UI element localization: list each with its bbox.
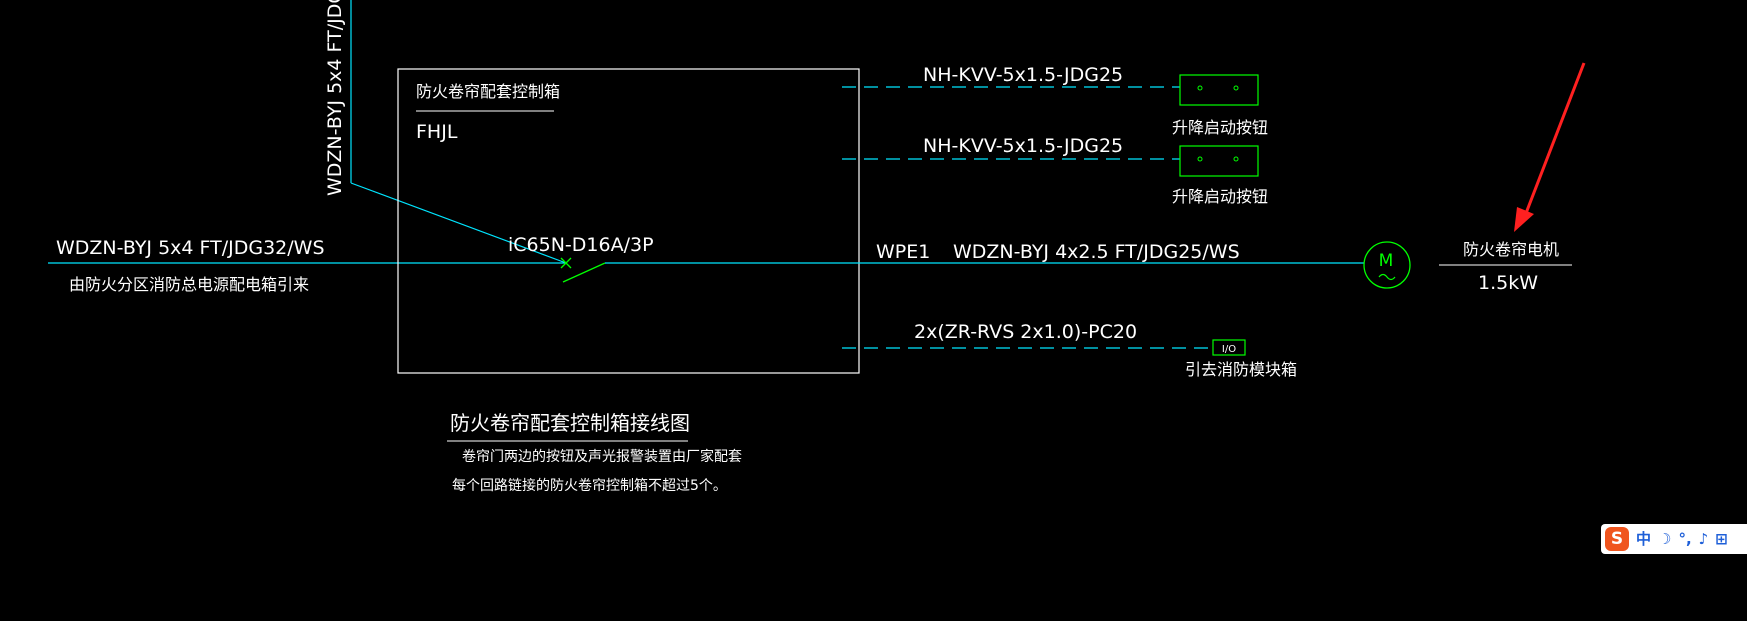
ime-voice-icon[interactable]: ♪ [1698,529,1709,548]
push-button-2-dot-right [1233,156,1239,162]
motor-power: 1.5kW [1478,272,1538,294]
riser-diagonal-wire [350,182,567,264]
riser-cable-label: WDZN-BYJ 5x4 FT/JDG [324,0,346,196]
motor-cable-label: WDZN-BYJ 4x2.5 FT/JDG25/WS [953,241,1240,263]
motor-symbol-letter: M [1379,251,1394,271]
push-button-1-dot-right [1233,85,1239,91]
motor-circuit-id: WPE1 [876,241,930,263]
ime-moon-icon[interactable]: ☽ [1658,529,1672,548]
incoming-cable-label: WDZN-BYJ 5x4 FT/JDG32/WS [56,237,325,259]
red-arrow-head [1514,207,1534,232]
control-circuit-2-cable: NH-KVV-5x1.5-JDG25 [923,135,1123,157]
ime-keyboard-icon[interactable]: ⊞ [1715,529,1728,548]
motor-symbol[interactable]: M [1363,241,1411,289]
motor-name: 防火卷帘电机 [1463,240,1559,259]
signal-circuit-cable: 2x(ZR-RVS 2x1.0)-PC20 [914,321,1137,343]
io-module-destination: 引去消防模块箱 [1185,360,1297,379]
ime-toolbar[interactable]: S 中 ☽ °, ♪ ⊞ [1601,524,1747,554]
push-button-1-label: 升降启动按钮 [1172,118,1268,137]
ime-punctuation-button[interactable]: °, [1678,529,1692,548]
control-box-code: FHJL [416,121,458,143]
breaker-contact-blade [562,262,606,283]
breaker-x-mark [560,257,572,269]
diagram-note-2: 每个回路链接的防火卷帘控制箱不超过5个。 [452,477,727,494]
ime-chinese-mode-button[interactable]: 中 [1636,529,1652,548]
red-arrow-shaft [1521,62,1586,222]
push-button-2-label: 升降启动按钮 [1172,187,1268,206]
diagram-note-1: 卷帘门两边的按钮及声光报警装置由厂家配套 [462,448,742,465]
incoming-source-note: 由防火分区消防总电源配电箱引来 [69,275,309,294]
push-button-2[interactable] [1179,145,1259,177]
control-box-frame[interactable] [397,68,860,374]
io-module-label: I/O [1222,344,1236,355]
push-button-1-dot-left [1197,85,1203,91]
ime-logo-icon[interactable]: S [1605,527,1629,551]
push-button-1[interactable] [1179,74,1259,106]
motor-ac-wave-icon [1378,273,1396,281]
push-button-2-dot-left [1197,156,1203,162]
io-module[interactable]: I/O [1212,339,1246,356]
diagram-title: 防火卷帘配套控制箱接线图 [450,411,690,435]
control-box-name: 防火卷帘配套控制箱 [416,82,560,101]
control-circuit-1-cable: NH-KVV-5x1.5-JDG25 [923,64,1123,86]
breaker-label: iC65N-D16A/3P [508,234,654,256]
